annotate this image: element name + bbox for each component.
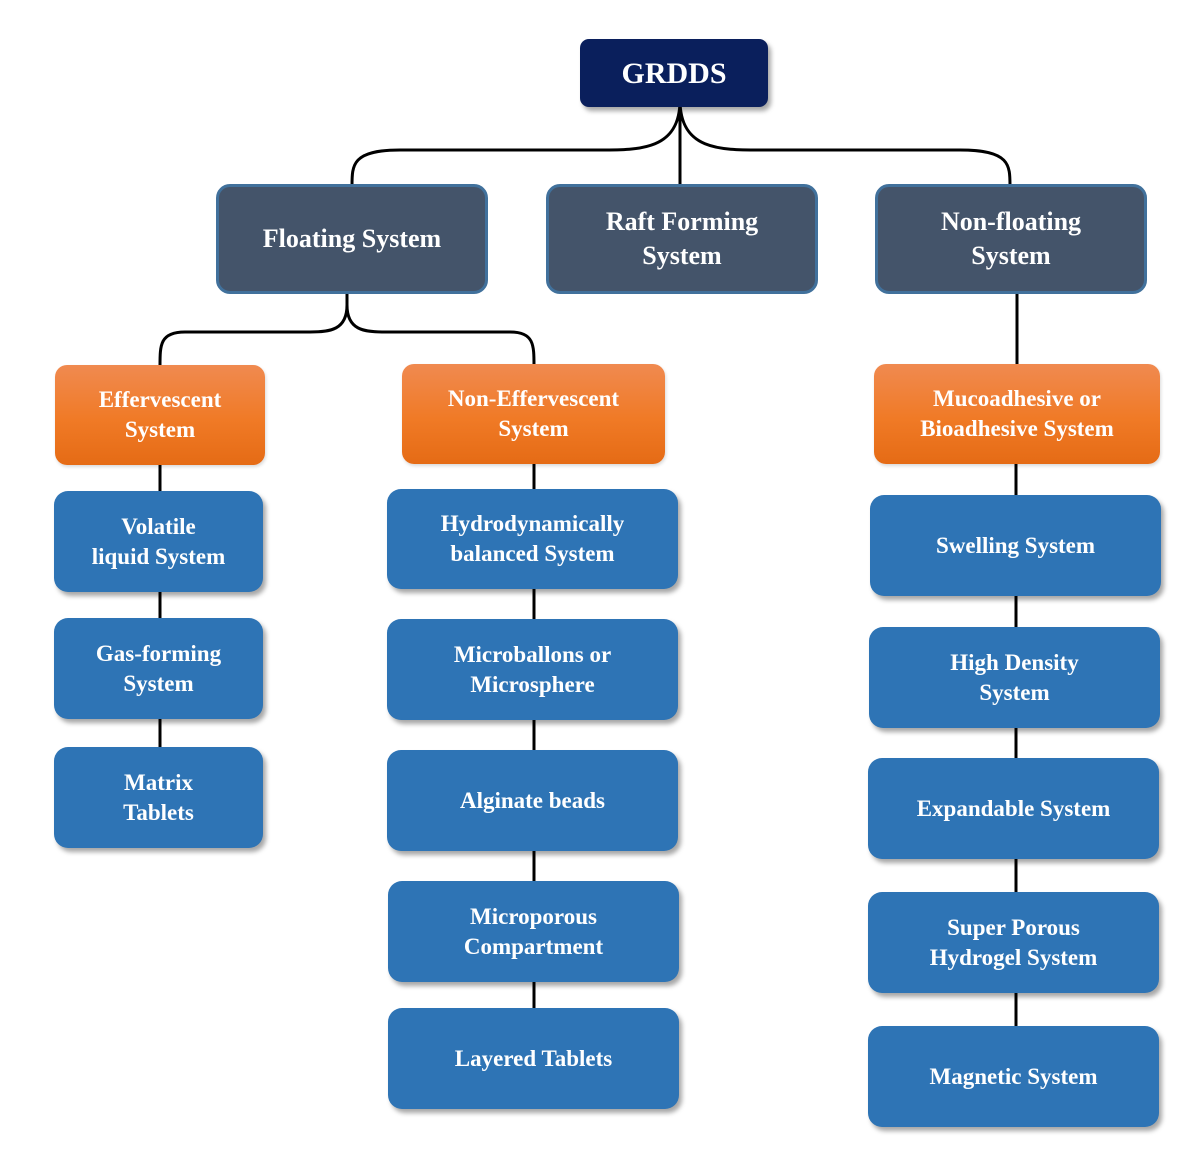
connector-floating-noneffervescent	[345, 304, 536, 367]
connector-root-nonfloating	[678, 99, 1012, 187]
subcategory-non-effervescent-system: Non-Effervescent System	[402, 364, 665, 464]
leaf-microporous-compartment: Microporous Compartment	[388, 881, 679, 982]
leaf-gas-forming-system: Gas-forming System	[54, 618, 263, 719]
leaf-swelling-system: Swelling System	[870, 495, 1161, 596]
leaf-matrix-tablets: Matrix Tablets	[54, 747, 263, 848]
connector-floating-effervescent	[158, 288, 349, 367]
category-non-floating-system: Non-floating System	[875, 184, 1147, 294]
connector-root-floating	[350, 99, 682, 187]
root-node-grdds: GRDDS	[580, 39, 768, 107]
leaf-high-density-system: High Density System	[869, 627, 1160, 728]
leaf-magnetic-system: Magnetic System	[868, 1026, 1159, 1127]
leaf-layered-tablets: Layered Tablets	[388, 1008, 679, 1109]
leaf-hydrodynamically-balanced-system: Hydrodynamically balanced System	[387, 489, 678, 589]
leaf-alginate-beads: Alginate beads	[387, 750, 678, 851]
leaf-microballons-microsphere: Microballons or Microsphere	[387, 619, 678, 720]
leaf-super-porous-hydrogel-system: Super Porous Hydrogel System	[868, 892, 1159, 993]
subcategory-effervescent-system: Effervescent System	[55, 365, 265, 465]
leaf-volatile-liquid-system: Volatile liquid System	[54, 491, 263, 592]
category-floating-system: Floating System	[216, 184, 488, 294]
leaf-expandable-system: Expandable System	[868, 758, 1159, 859]
category-raft-forming-system: Raft Forming System	[546, 184, 818, 294]
subcategory-mucoadhesive-system: Mucoadhesive or Bioadhesive System	[874, 364, 1160, 464]
